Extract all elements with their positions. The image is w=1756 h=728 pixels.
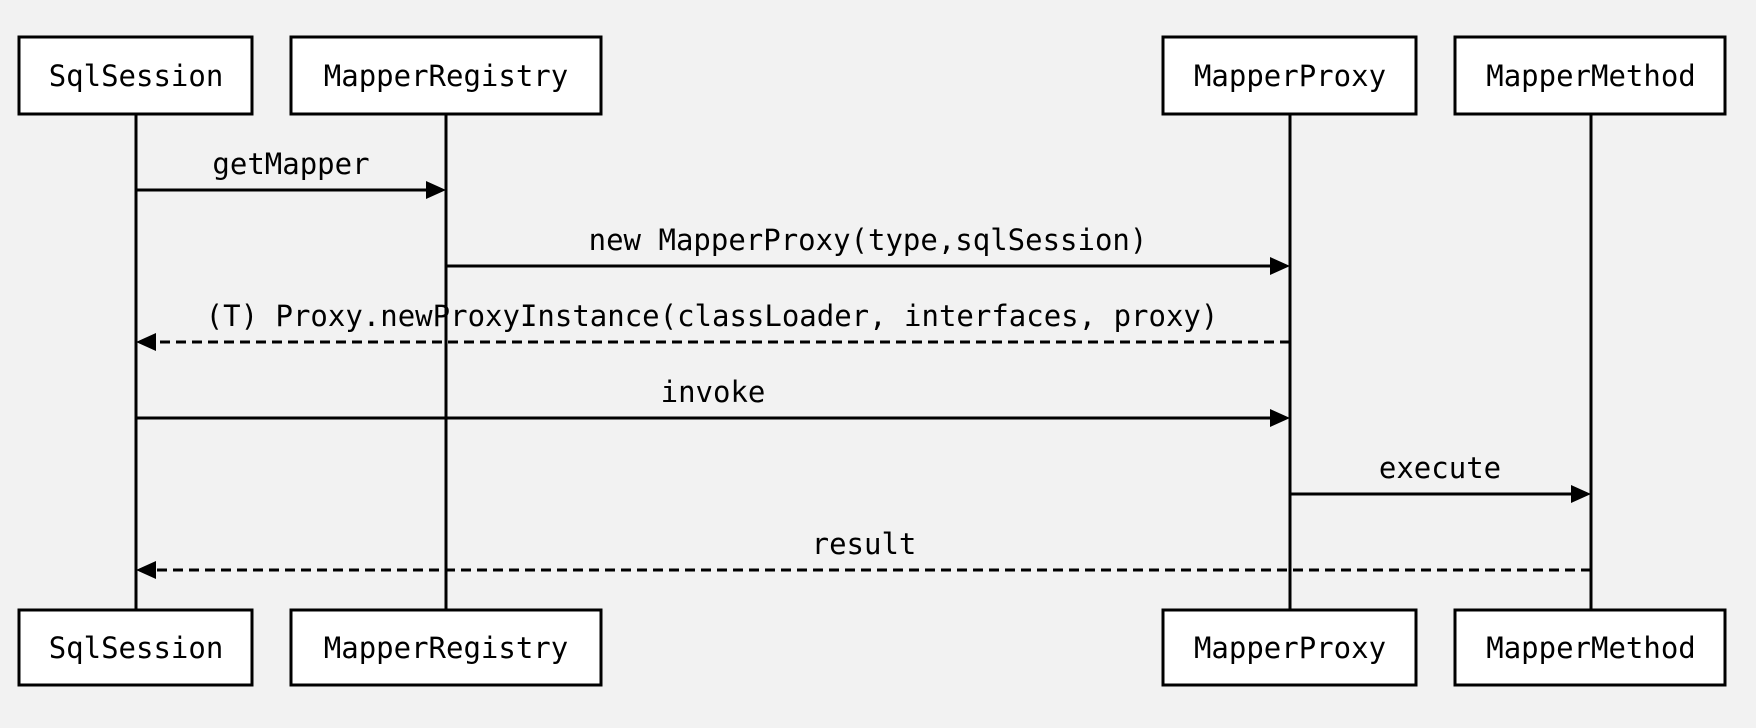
participant-bottom-mapperproxy: MapperProxy	[1161, 608, 1418, 687]
arrowhead	[426, 181, 446, 199]
participant-top-mapperproxy: MapperProxy	[1161, 35, 1418, 116]
participant-label: MapperMethod	[1486, 59, 1696, 93]
arrowhead	[136, 561, 156, 579]
arrowhead	[1270, 257, 1290, 275]
message-result-return: result	[136, 527, 1591, 579]
message-invoke: invoke	[136, 375, 1290, 427]
message-label: getMapper	[212, 147, 369, 181]
participant-label: MapperMethod	[1486, 631, 1696, 665]
message-newproxyinstance-return: (T) Proxy.newProxyInstance(classLoader, …	[136, 299, 1290, 351]
message-getmapper: getMapper	[136, 147, 446, 199]
message-new-mapperproxy: new MapperProxy(type,sqlSession)	[446, 223, 1290, 275]
arrowhead	[136, 333, 156, 351]
message-label: result	[812, 527, 917, 561]
arrowhead	[1270, 409, 1290, 427]
participant-bottom-mappermethod: MapperMethod	[1453, 608, 1727, 687]
message-execute: execute	[1290, 451, 1591, 503]
participant-label: MapperRegistry	[324, 631, 568, 665]
participant-label: SqlSession	[49, 631, 224, 665]
message-label: (T) Proxy.newProxyInstance(classLoader, …	[206, 299, 1219, 333]
participant-top-mappermethod: MapperMethod	[1453, 35, 1727, 116]
message-label: invoke	[661, 375, 766, 409]
message-label: execute	[1379, 451, 1501, 485]
message-label: new MapperProxy(type,sqlSession)	[589, 223, 1148, 257]
participant-top-mapperregistry: MapperRegistry	[289, 35, 603, 116]
participant-label: MapperProxy	[1194, 631, 1386, 665]
participant-top-sqlsession: SqlSession	[17, 35, 254, 116]
participant-label: MapperRegistry	[324, 59, 568, 93]
participant-label: MapperProxy	[1194, 59, 1386, 93]
participant-bottom-sqlsession: SqlSession	[17, 608, 254, 687]
participant-bottom-mapperregistry: MapperRegistry	[289, 608, 603, 687]
arrowhead	[1571, 485, 1591, 503]
participant-label: SqlSession	[49, 59, 224, 93]
